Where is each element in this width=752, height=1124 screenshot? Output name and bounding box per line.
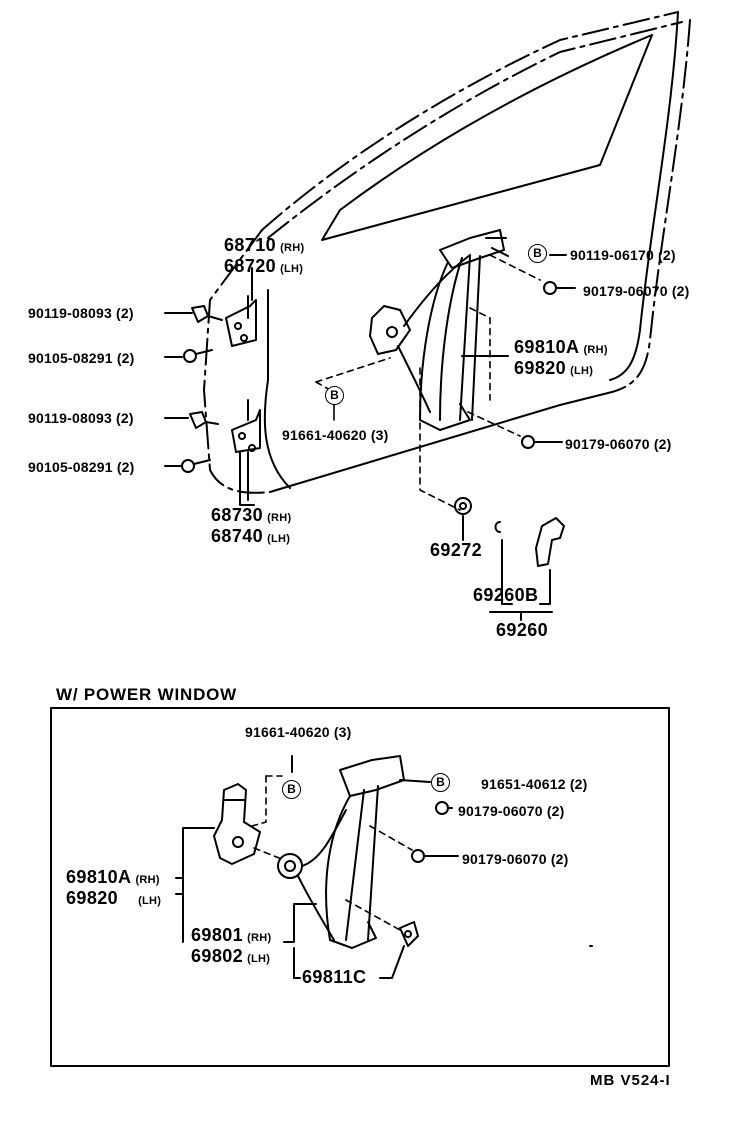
nut-pw-2 xyxy=(411,849,425,863)
nut-90179-06070-mid xyxy=(521,435,535,449)
part-69810a: 69810A xyxy=(514,337,580,357)
part-68710: 68710 xyxy=(224,235,277,255)
upper-hinge xyxy=(225,295,257,347)
part-69801: 69801 xyxy=(191,925,244,945)
label-knob-69272: 69272 xyxy=(430,540,483,560)
nut-pw-1 xyxy=(435,801,449,815)
label-bolt-90119-b: 90119-08093 (2) xyxy=(28,410,134,426)
part-pw-69820: 69820 xyxy=(66,888,119,908)
tag-lh: (LH) xyxy=(280,263,304,275)
label-arm-69811c: 69811C xyxy=(302,967,367,987)
handle-69260 xyxy=(535,517,565,567)
label-bolt-90105-a: 90105-08291 (2) xyxy=(28,350,135,366)
tag-rh: (RH) xyxy=(280,242,305,254)
part-68730: 68730 xyxy=(211,505,264,525)
label-pw-screw-91661: 91661-40620 (3) xyxy=(245,724,352,740)
callout-b-pw-right: B xyxy=(431,773,450,792)
tag-lh: (LH) xyxy=(570,365,594,377)
label-regulator-upper: 69810A(RH) 69820(LH) xyxy=(514,338,608,380)
label-nut-top: 90179-06070 (2) xyxy=(583,283,690,299)
tag-rh: (RH) xyxy=(135,874,160,886)
bolt-90119-08093-a xyxy=(191,305,223,323)
callout-b-upper: B xyxy=(325,386,344,405)
label-bolt-90105-b: 90105-08291 (2) xyxy=(28,459,135,475)
reference-code: MB V524-I xyxy=(590,1072,671,1089)
window-regulator-power xyxy=(277,755,405,949)
power-window-frame xyxy=(50,707,670,1067)
nut-90179-06070-top xyxy=(543,281,557,295)
label-pw-motor: 69801(RH) 69802(LH) xyxy=(191,926,271,968)
label-pw-bolt-91651: 91651-40612 (2) xyxy=(481,776,588,792)
label-pw-regulator: 69810A(RH) 69820 (LH) xyxy=(66,868,161,910)
label-hinge-upper: 68710(RH) 68720(LH) xyxy=(224,236,304,278)
part-69802: 69802 xyxy=(191,946,244,966)
tag-rh: (RH) xyxy=(267,512,292,524)
part-68740: 68740 xyxy=(211,526,264,546)
tag-rh: (RH) xyxy=(247,932,272,944)
label-pw-nut-2: 90179-06070 (2) xyxy=(462,851,569,867)
label-bolt-90119-a: 90119-08093 (2) xyxy=(28,305,134,321)
lower-hinge xyxy=(231,399,261,501)
label-screw-91661: 91661-40620 (3) xyxy=(282,427,389,443)
tag-lh: (LH) xyxy=(247,953,271,965)
regulator-motor xyxy=(213,783,261,865)
section-title-power-window: W/ POWER WINDOW xyxy=(56,685,238,704)
clip-69260b xyxy=(494,521,501,533)
door-outline xyxy=(203,11,691,494)
label-pw-nut-1: 90179-06070 (2) xyxy=(458,803,565,819)
label-hinge-lower: 68730(RH) 68740(LH) xyxy=(211,506,291,548)
bolt-90105-08291-b xyxy=(181,459,211,473)
part-pw-69810a: 69810A xyxy=(66,867,132,887)
label-handle-69260: 69260 xyxy=(496,620,549,640)
knob-69272 xyxy=(454,497,472,515)
part-69820: 69820 xyxy=(514,358,567,378)
label-bolt-90119-06170: 90119-06170 (2) xyxy=(570,247,676,263)
label-clip-69260b: 69260B xyxy=(473,585,539,605)
arm-69811c xyxy=(399,921,419,947)
bolt-90105-08291-a xyxy=(183,349,213,363)
callout-b-top: B xyxy=(528,244,547,263)
callout-b-pw-left: B xyxy=(282,780,301,799)
window-regulator-manual xyxy=(369,229,509,431)
bolt-90119-08093-b xyxy=(189,411,219,429)
tag-lh: (LH) xyxy=(138,895,162,907)
tag-lh: (LH) xyxy=(267,533,291,545)
part-68720: 68720 xyxy=(224,256,277,276)
label-nut-mid: 90179-06070 (2) xyxy=(565,436,672,452)
tag-rh: (RH) xyxy=(583,344,608,356)
